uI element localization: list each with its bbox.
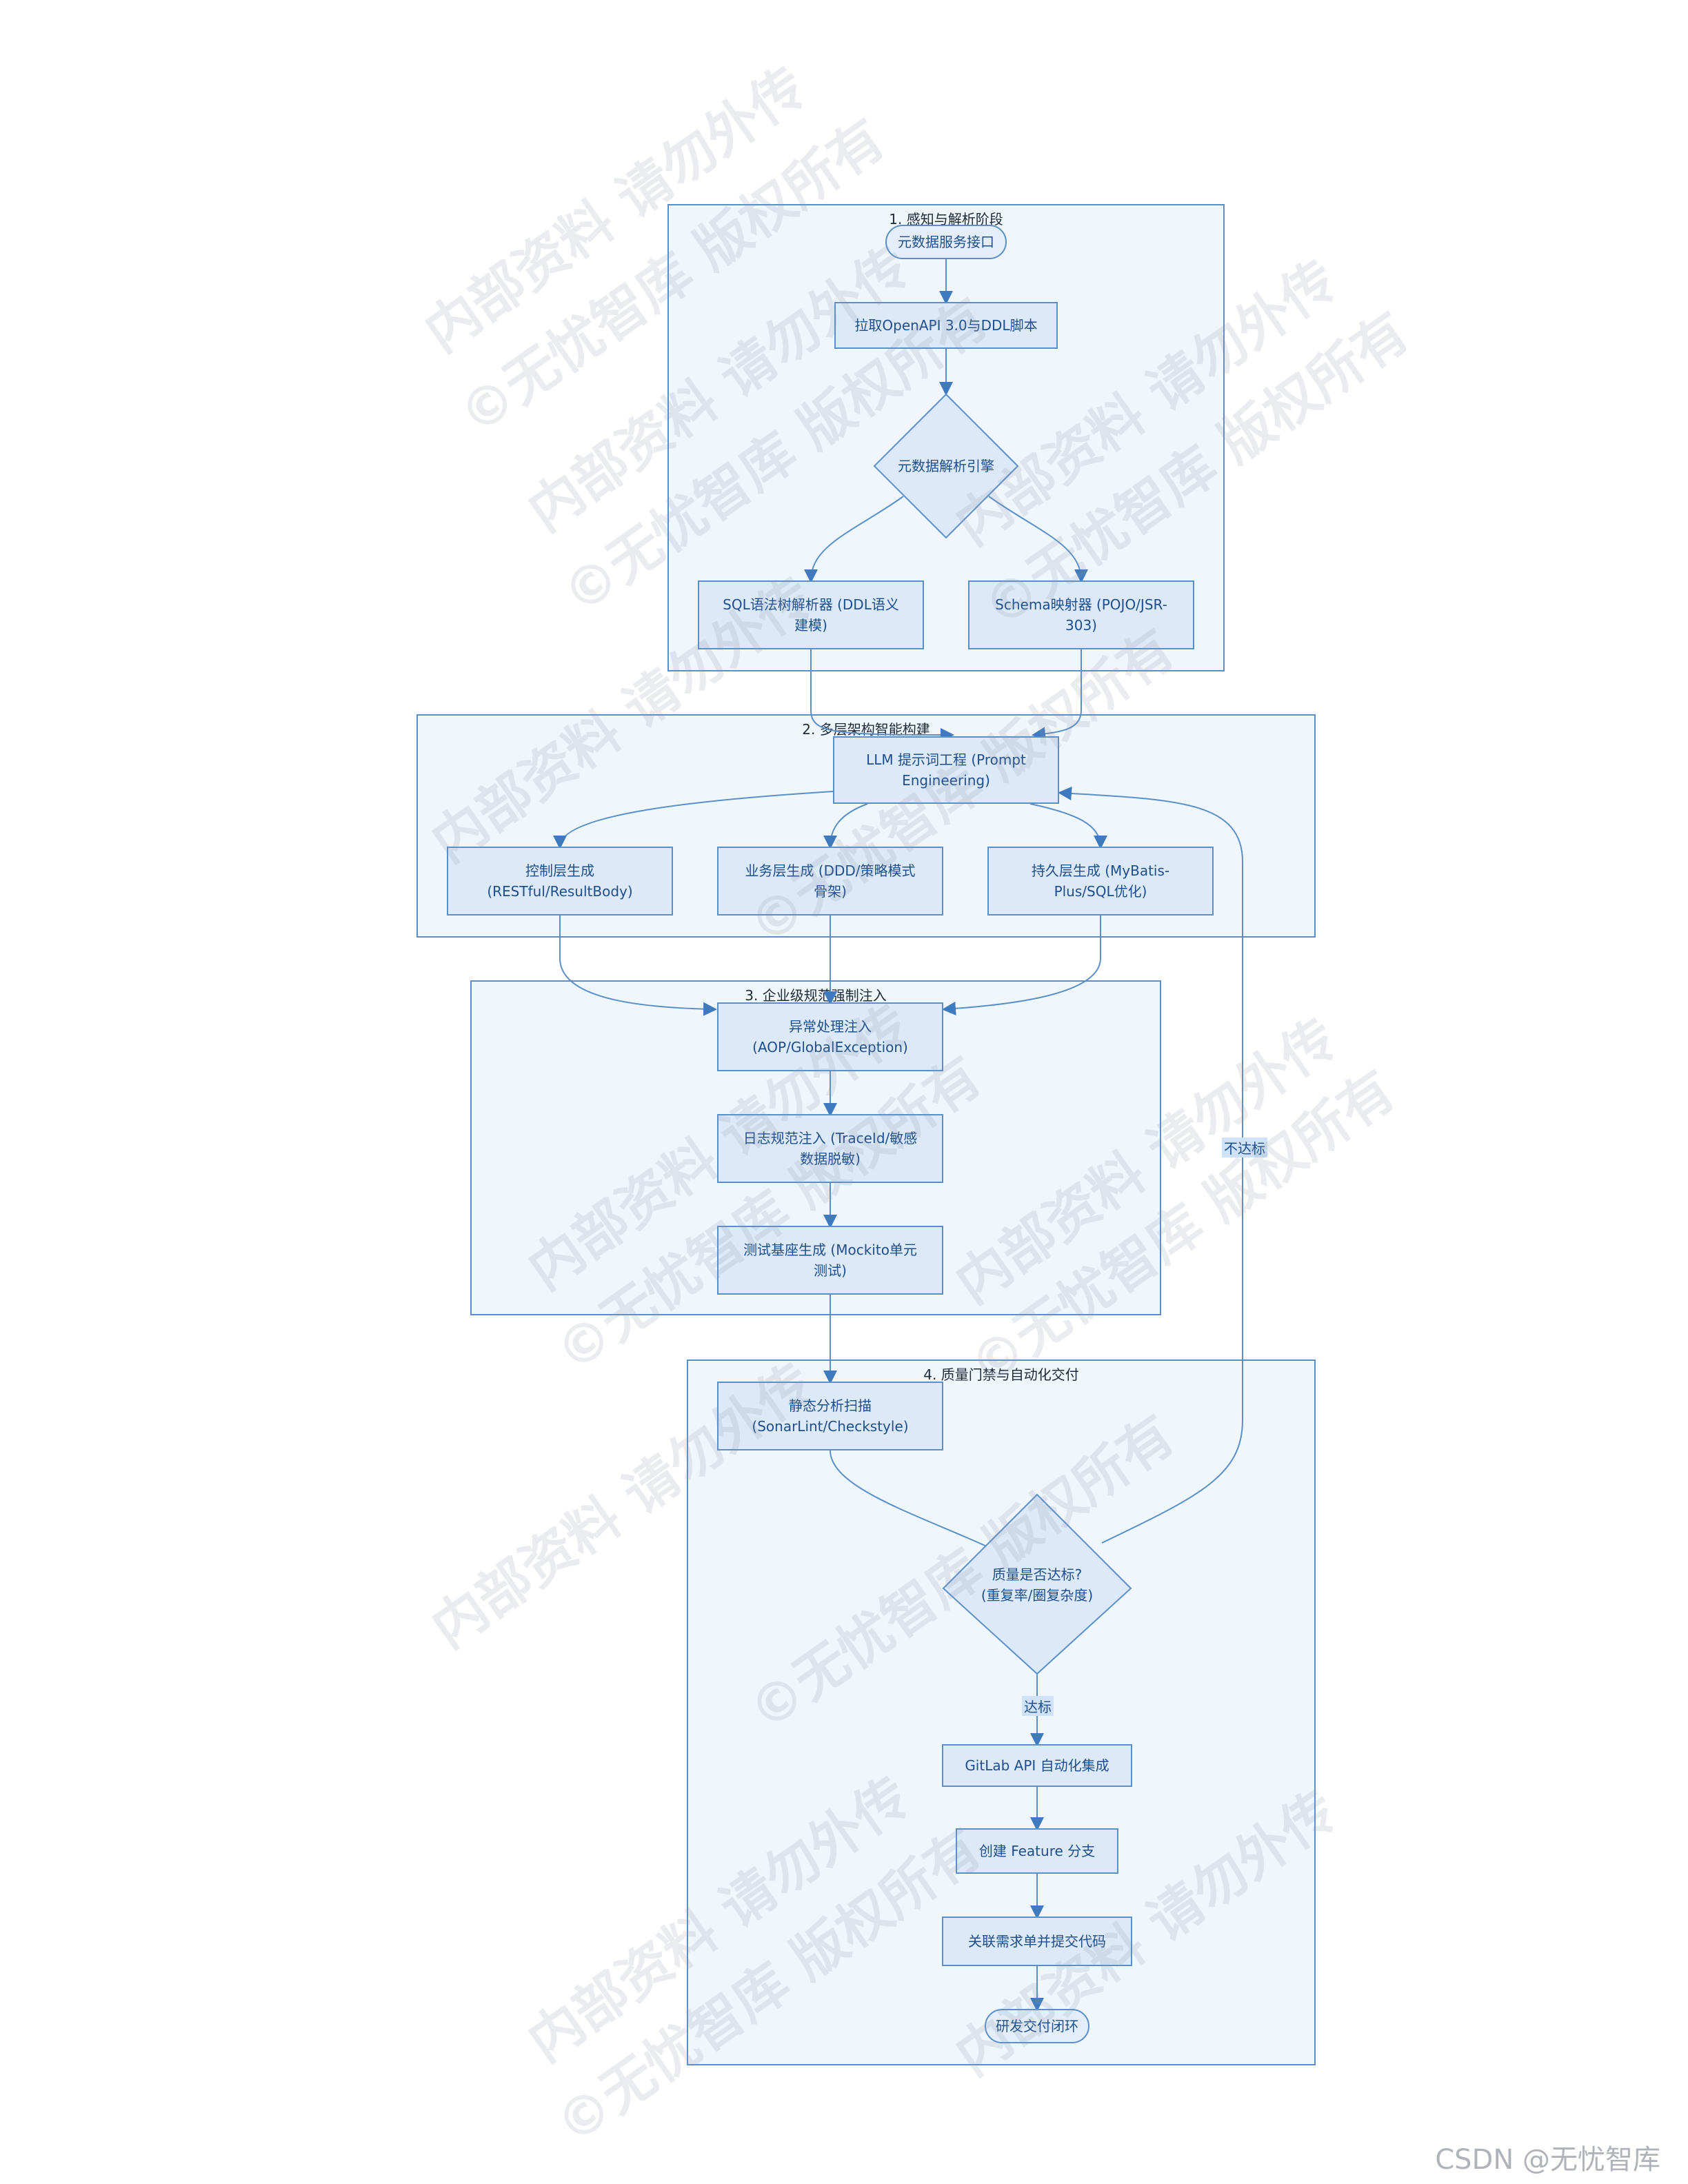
sql-parser-node: SQL语法树解析器 (DDL语义 建模)	[698, 580, 924, 649]
edge-schema-llm	[1032, 649, 1082, 741]
commit-node: 关联需求单并提交代码	[942, 1917, 1132, 1966]
edge-llm-service	[823, 803, 868, 849]
logging-inject-node: 日志规范注入 (TraceId/敏感 数据脱敏)	[717, 1114, 943, 1183]
gitlab-node: GitLab API 自动化集成	[942, 1744, 1132, 1787]
edge-llm-persistence	[1029, 803, 1107, 849]
edge-sql-llm	[810, 649, 954, 742]
controller-gen-node: 控制层生成 (RESTful/ResultBody)	[447, 847, 673, 916]
test-base-node: 测试基座生成 (Mockito单元 测试)	[717, 1226, 943, 1295]
feature-branch-node: 创建 Feature 分支	[956, 1828, 1118, 1874]
edge-scan-gate	[830, 1450, 1000, 1553]
engine-diamond	[873, 393, 1019, 539]
edge-engine-schema	[988, 496, 1088, 583]
static-scan-node: 静态分析扫描 (SonarLint/Checkstyle)	[717, 1382, 943, 1450]
schema-mapper-node: Schema映射器 (POJO/JSR- 303)	[968, 580, 1194, 649]
persistence-gen-node: 持久层生成 (MyBatis- Plus/SQL优化)	[987, 847, 1214, 916]
service-gen-node: 业务层生成 (DDD/策略模式 骨架)	[717, 847, 943, 916]
engine-label: 元数据解析引擎	[898, 458, 994, 474]
metadata-api-node: 元数据服务接口	[885, 225, 1007, 259]
footer-credit: CSDN @无忧智库	[1435, 2144, 1660, 2176]
edge-engine-sql	[804, 496, 904, 583]
exception-inject-node: 异常处理注入 (AOP/GlobalException)	[717, 1002, 943, 1071]
edge-persistence-exception	[942, 916, 1101, 1015]
delivery-done-node: 研发交付闭环	[985, 2009, 1089, 2043]
llm-prompt-node: LLM 提示词工程 (Prompt Engineering)	[833, 736, 1059, 804]
edge-gate-llm	[1058, 787, 1243, 1544]
quality-gate-label: 质量是否达标? (重复率/圈复杂度)	[981, 1566, 1094, 1604]
edge-llm-controller	[553, 791, 834, 849]
cluster-title: 3. 企业级规范强制注入	[745, 987, 887, 1004]
edge-label-pass: 达标	[1022, 1696, 1054, 1716]
quality-gate-diamond	[942, 1493, 1132, 1675]
edge-controller-exception	[559, 916, 717, 1016]
fetch-scripts-node: 拉取OpenAPI 3.0与DDL脚本	[834, 302, 1058, 349]
edge-label-fail: 不达标	[1222, 1138, 1267, 1157]
cluster-title: 4. 质量门禁与自动化交付	[923, 1366, 1079, 1383]
